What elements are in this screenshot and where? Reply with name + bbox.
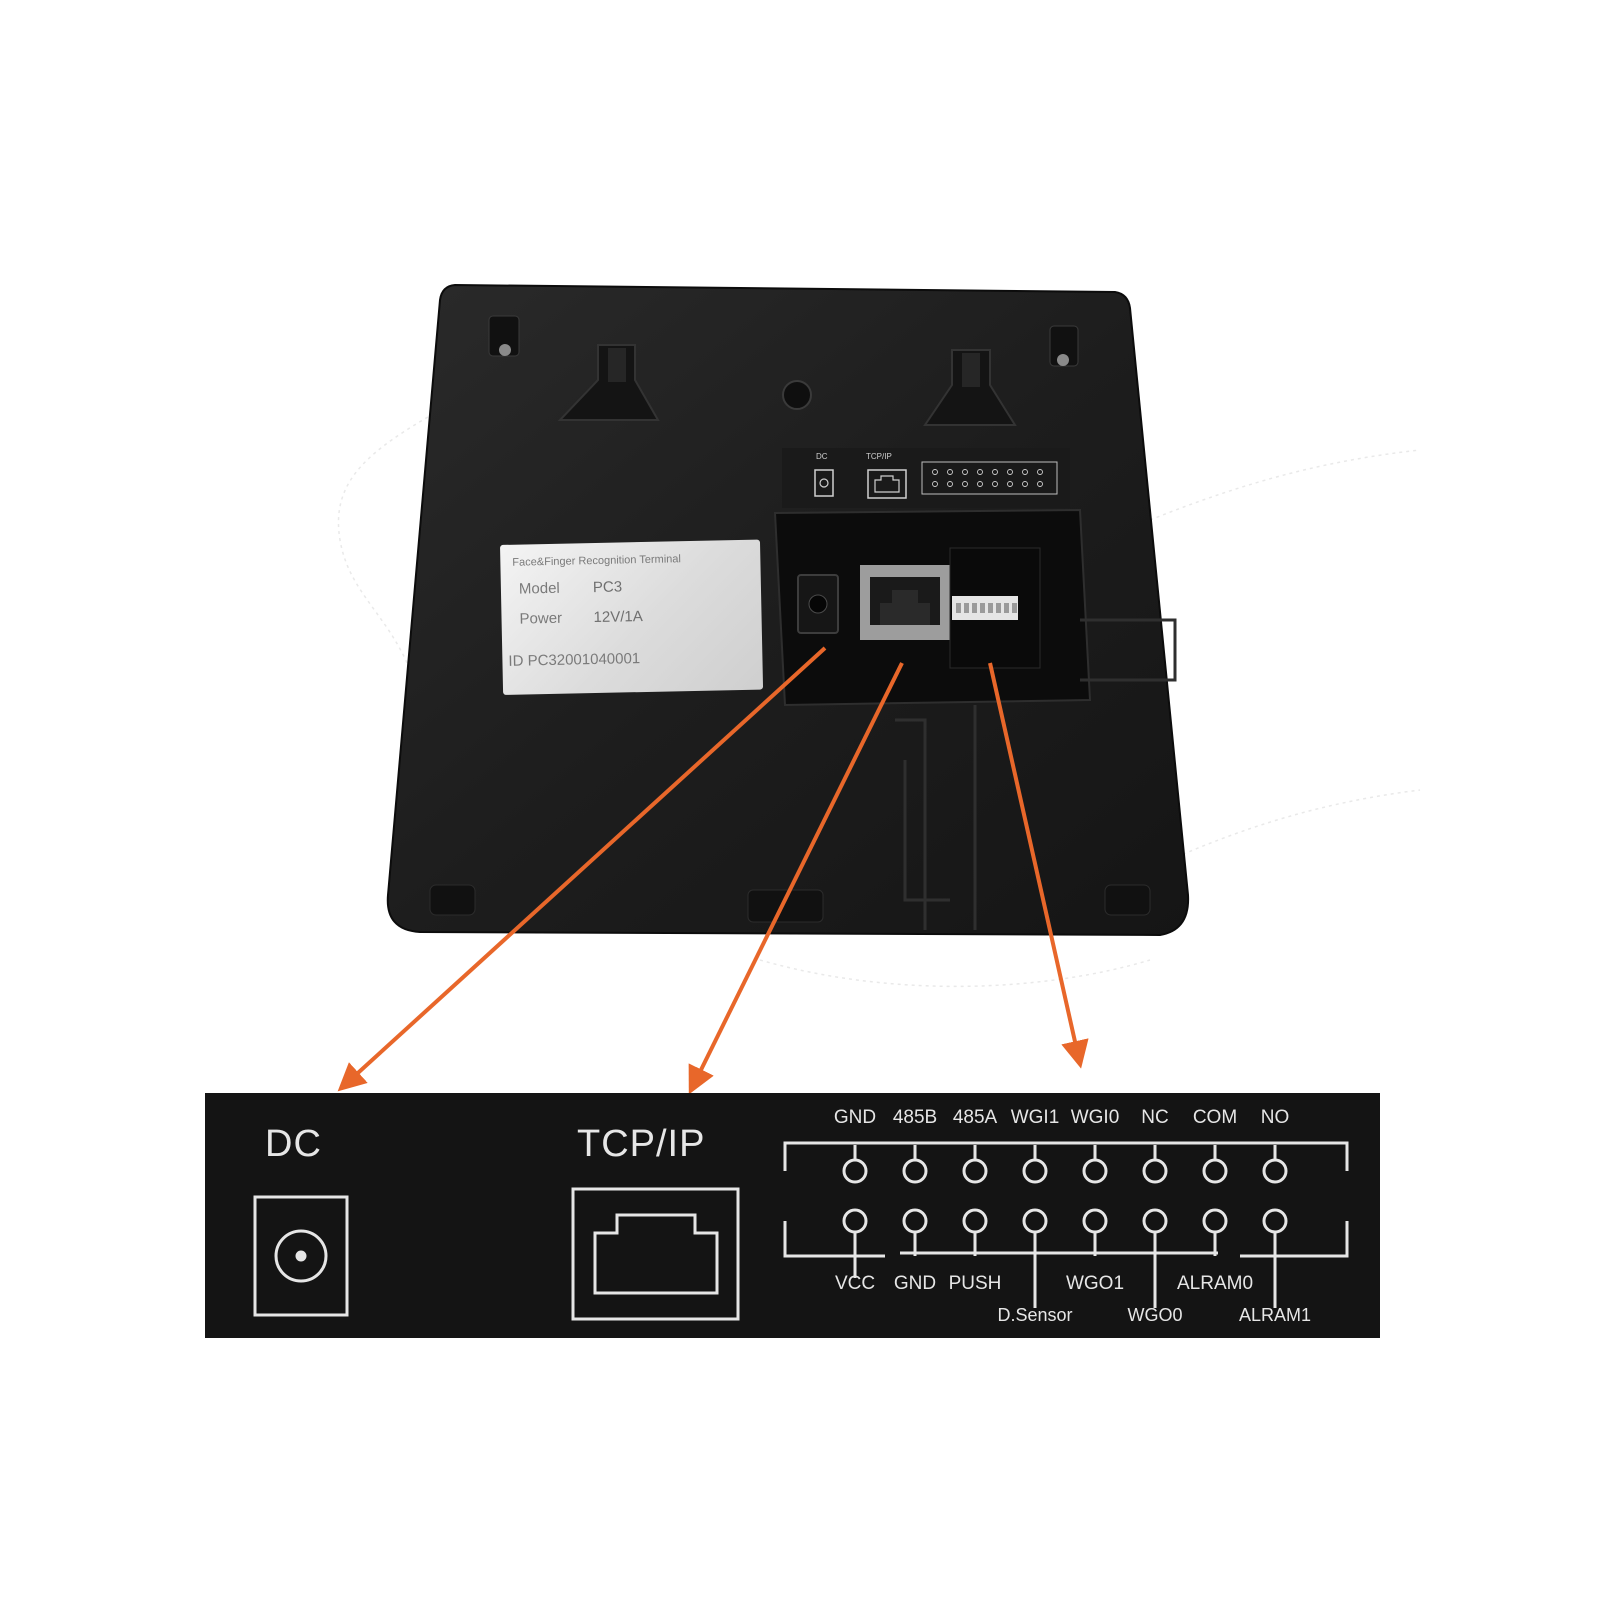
label-id: ID PC32001040001 [508, 650, 641, 670]
reset-hole-icon [782, 380, 812, 410]
foot-slot [1104, 884, 1151, 916]
label-power-key: Power [519, 609, 563, 628]
ethernet-port [860, 565, 950, 640]
bottom-pin-circle [1262, 1208, 1288, 1234]
pin-label-gnd: GND [833, 1107, 877, 1128]
foot-slot [429, 884, 476, 916]
background-sketch [337, 409, 1421, 988]
cable-channel [895, 618, 1177, 930]
mounting-tab-right [923, 349, 1017, 426]
pin-label-wgi1: WGI1 [1010, 1107, 1060, 1128]
bottom-pin-circle [962, 1208, 988, 1234]
top-pin-circle [902, 1158, 928, 1184]
pin-label-485a: 485A [952, 1107, 998, 1128]
pin-label-no: NO [1260, 1107, 1290, 1128]
wiring-diagram-lines [253, 1141, 1349, 1321]
panel-tcpip-text: TCP/IP [866, 452, 892, 461]
label-model-value: PC3 [592, 578, 623, 597]
pin-label-dsensor: D.Sensor [997, 1305, 1073, 1325]
label-power-value: 12V/1A [593, 608, 643, 627]
bottom-pin-circle [1022, 1208, 1048, 1234]
terminal-connector [952, 596, 1018, 620]
label-model-key: Model [518, 579, 560, 598]
panel-dc-text: DC [816, 452, 828, 461]
bottom-pin-circle [1142, 1208, 1168, 1234]
pin-label-alram0: ALRAM0 [1176, 1273, 1254, 1294]
dc-port-icon [274, 1229, 328, 1283]
top-pin-circle [962, 1158, 988, 1184]
port-bay [773, 508, 1092, 707]
top-pin-circle [1022, 1158, 1048, 1184]
dc-port-icon [253, 1195, 349, 1317]
diagram-dc-label: DC [265, 1123, 322, 1165]
pin-label-vcc: VCC [834, 1273, 876, 1294]
pin-label-wgo1: WGO1 [1065, 1273, 1125, 1294]
arrow-tcpip [688, 662, 904, 1095]
arrow-terminal [988, 662, 1089, 1069]
top-pin-circle [1142, 1158, 1168, 1184]
arrow-dc [337, 646, 827, 1092]
wiring-diagram: DC TCP/IP GND 485B 485A WGI1 WGI0 NC COM… [205, 1093, 1380, 1338]
pin-label-wgi0: WGI0 [1070, 1107, 1120, 1128]
pin-label-gnd-bottom: GND [893, 1273, 937, 1294]
pin-label-485b: 485B [892, 1107, 938, 1128]
bottom-pin-circle [1202, 1208, 1228, 1234]
foot-slot [747, 889, 824, 923]
top-pin-circle [1262, 1158, 1288, 1184]
mounting-tab-left [557, 344, 660, 421]
callout-arrows [337, 646, 1089, 1095]
product-label: Face&Finger Recognition Terminal Model P… [500, 539, 764, 695]
screw-icon [488, 315, 520, 357]
bottom-pin-circle [842, 1208, 868, 1234]
ethernet-port-icon [571, 1187, 740, 1321]
top-pin-circle [1082, 1158, 1108, 1184]
top-pin-circle [842, 1158, 868, 1184]
pin-label-alram1: ALRAM1 [1238, 1305, 1312, 1325]
bottom-pin-circle [902, 1208, 928, 1234]
diagram-tcpip-label: TCP/IP [577, 1123, 706, 1165]
printed-port-legend [782, 448, 1070, 508]
pin-label-wgo0: WGO0 [1127, 1305, 1183, 1325]
pin-label-push: PUSH [948, 1273, 1002, 1294]
top-pin-circle [1202, 1158, 1228, 1184]
bottom-pin-circle [1082, 1208, 1108, 1234]
label-title: Face&Finger Recognition Terminal [512, 553, 682, 569]
pin-label-com: COM [1192, 1107, 1238, 1128]
pin-label-nc: NC [1141, 1107, 1169, 1128]
screw-icon [1049, 325, 1079, 367]
